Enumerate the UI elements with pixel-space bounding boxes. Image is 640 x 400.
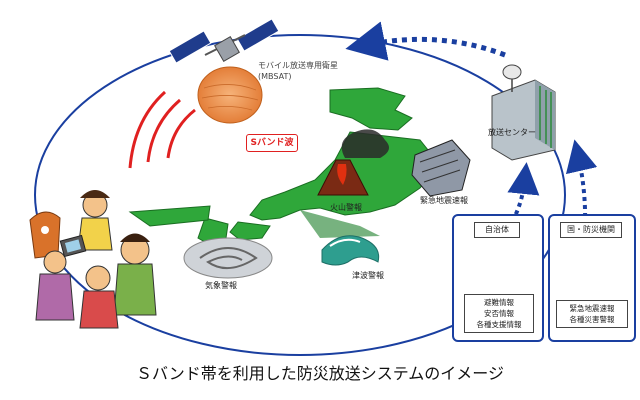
evacuation-info: 避難情報 [484, 298, 514, 307]
satellite-name: モバイル放送専用衛星 [258, 61, 338, 70]
satellite-icon [168, 18, 280, 124]
japan-map [128, 87, 441, 247]
weather-warning-label: 気象警報 [205, 281, 237, 290]
disaster-warnings: 各種災害警報 [569, 315, 615, 324]
broadcast-loop-ellipse [34, 34, 566, 356]
broadcast-center-label: 放送センター [488, 128, 536, 137]
earthquake-alert-label: 緊急地震速報 [420, 196, 468, 205]
satellite-label: モバイル放送専用衛星 (MBSAT) [258, 60, 338, 82]
s-band-wave-icon [128, 90, 196, 169]
emergency-quake-alert: 緊急地震速報 [569, 304, 615, 313]
citizens-illustration [29, 190, 157, 329]
s-band-wave-label: Sバンド波 [246, 134, 298, 152]
local-gov-to-center-arrow [506, 162, 540, 230]
local-government-title: 自治体 [474, 222, 520, 238]
national-agency-title: 国・防災機関 [560, 222, 622, 238]
typhoon-icon [183, 237, 273, 279]
local-government-info-box: 避難情報 安否情報 各種支援情報 [464, 294, 534, 333]
local-government-panel: 自治体 避難情報 安否情報 各種支援情報 [452, 214, 544, 342]
uplink-arrow [345, 21, 506, 61]
safety-info: 安否情報 [484, 309, 514, 318]
national-agency-info-box: 緊急地震速報 各種災害警報 [556, 300, 628, 328]
broadcast-center-icon [491, 64, 556, 161]
support-info: 各種支援情報 [476, 320, 522, 329]
volcano-warning-label: 火山警報 [330, 203, 362, 212]
agency-to-center-arrow [565, 139, 598, 226]
national-agency-panel: 国・防災機関 緊急地震速報 各種災害警報 [548, 214, 636, 342]
satellite-code: (MBSAT) [258, 72, 292, 81]
tsunami-warning-label: 津波警報 [352, 271, 384, 280]
collapsed-building-icon [411, 139, 471, 197]
tsunami-icon [321, 235, 380, 266]
volcano-icon [317, 129, 389, 196]
figure-caption: Ｓバンド帯を利用した防災放送システムのイメージ [135, 364, 504, 383]
